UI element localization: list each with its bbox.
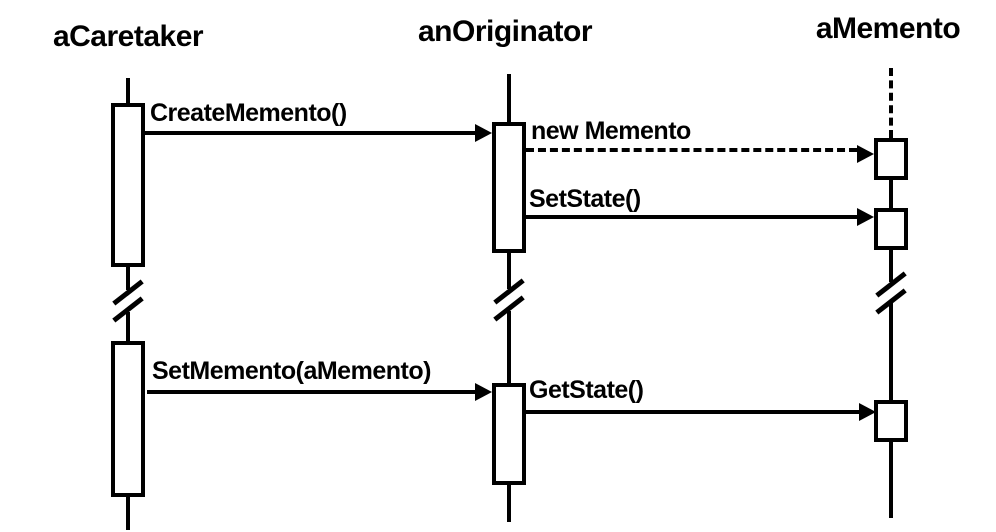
caretaker-activation-bar-2 [111, 341, 145, 497]
new-memento-dashed-arrow [526, 145, 874, 163]
originator-lifeline-segment-2 [507, 311, 511, 385]
get-state-arrow [526, 403, 876, 421]
memento-instance-box-1 [874, 138, 908, 180]
caretaker-lifeline-stub [126, 78, 130, 105]
originator-lifeline-segment-1 [507, 251, 511, 289]
set-memento-message-label: SetMemento(aMemento) [152, 357, 431, 385]
create-memento-arrow [145, 124, 492, 142]
get-state-message-label: GetState() [529, 376, 644, 404]
memento-instance-box-2 [874, 208, 908, 250]
set-memento-arrow [147, 383, 492, 401]
create-memento-message-label: CreateMemento() [150, 99, 347, 127]
originator-activation-bar-1 [492, 122, 526, 253]
arrowhead-icon [475, 124, 492, 142]
arrowhead-icon [857, 145, 874, 163]
set-state-message-label: SetState() [529, 185, 641, 213]
arrowhead-icon [859, 403, 876, 421]
caretaker-lifeline-segment-2 [126, 312, 130, 343]
caretaker-lifeline-segment-1 [126, 265, 130, 290]
set-state-arrow [526, 208, 874, 226]
caretaker-activation-bar-1 [111, 103, 145, 267]
arrowhead-icon [475, 383, 492, 401]
memento-instance-box-3 [874, 400, 908, 442]
memento-lifeline-segment-4 [889, 440, 893, 518]
originator-activation-bar-2 [492, 383, 526, 485]
memento-lifeline-segment-3 [889, 303, 893, 402]
new-memento-message-label: new Memento [531, 117, 691, 145]
arrowhead-icon [857, 208, 874, 226]
caretaker-lifeline-segment-3 [126, 495, 130, 530]
originator-lifeline-segment-3 [507, 483, 511, 522]
memento-object-label: aMemento [815, 12, 961, 45]
caretaker-object-label: aCaretaker [52, 20, 204, 53]
memento-lifeline-segment-1 [889, 178, 893, 210]
originator-lifeline-stub [507, 74, 511, 124]
memento-lifeline-segment-2 [889, 248, 893, 282]
memento-lifeline-dashed-stub [889, 68, 893, 138]
originator-object-label: anOriginator [417, 15, 593, 48]
